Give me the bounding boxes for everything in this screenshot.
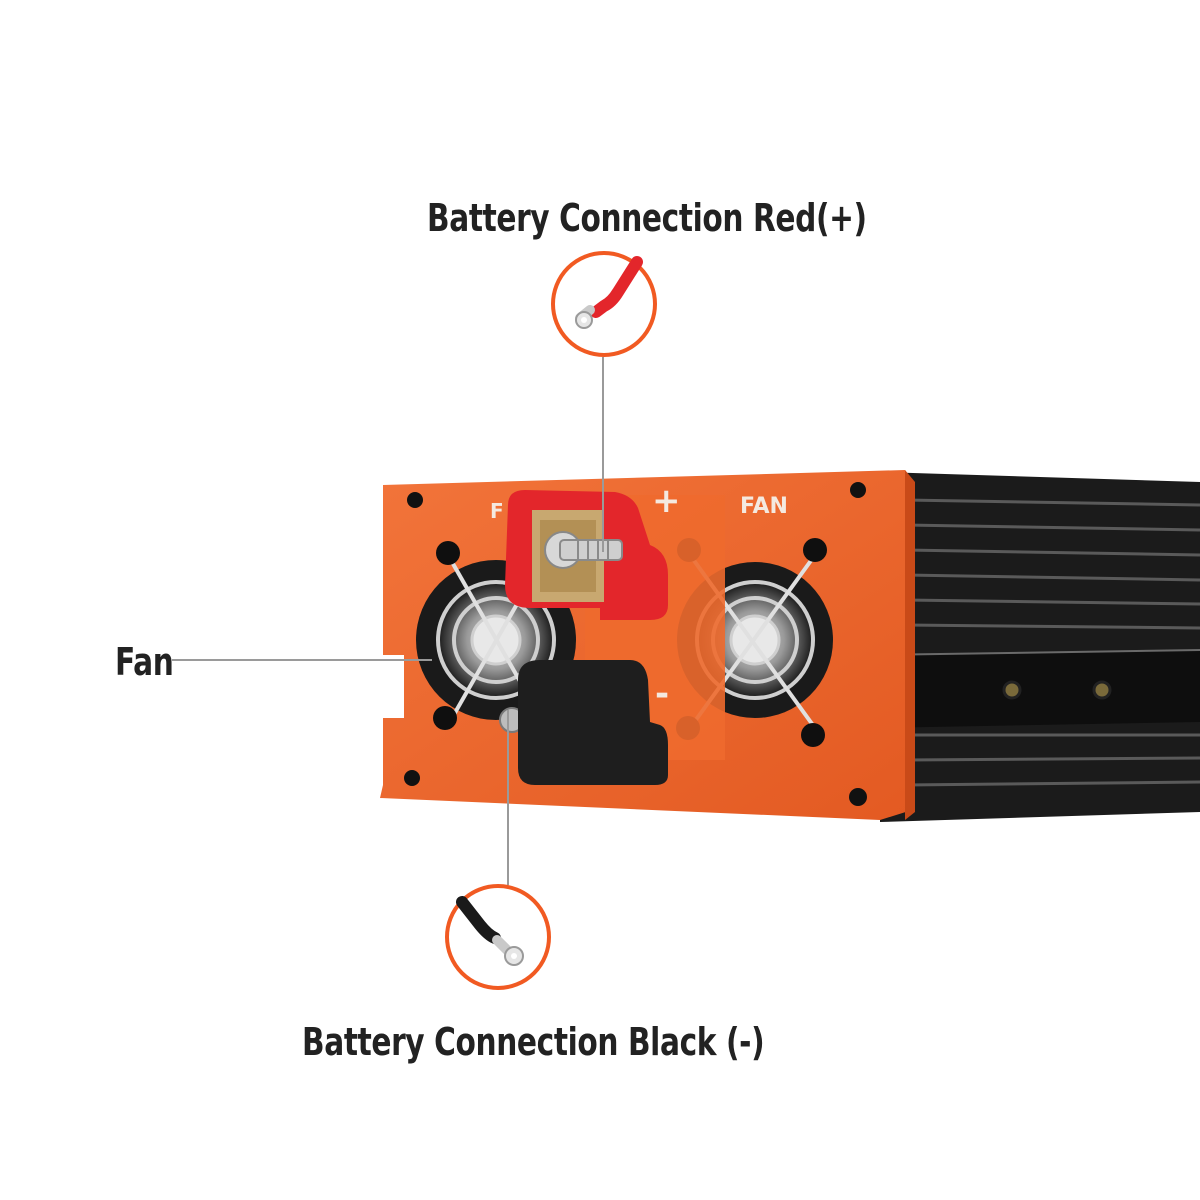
- screw-icon: [407, 492, 423, 508]
- screw-icon: [436, 541, 460, 565]
- callout-lines: [172, 357, 604, 885]
- screw-icon: [850, 482, 866, 498]
- red-cable-lug-icon: [551, 251, 657, 357]
- screw-icon: [404, 770, 420, 786]
- screw-icon: [1092, 680, 1112, 700]
- label-fan: Fan: [115, 640, 174, 684]
- screw-icon: [803, 538, 827, 562]
- minus-sign: -: [655, 674, 669, 714]
- panel-fan-label-left: F: [490, 499, 504, 523]
- screw-icon: [1002, 680, 1022, 700]
- screw-icon: [433, 706, 457, 730]
- positive-terminal: +: [505, 481, 681, 620]
- screw-icon: [849, 788, 867, 806]
- black-cable-lug-icon: [445, 884, 551, 990]
- heatsink-body: [874, 472, 1200, 822]
- panel-fan-label: FAN: [740, 494, 788, 519]
- label-battery-black: Battery Connection Black (-): [302, 1020, 765, 1064]
- label-battery-red: Battery Connection Red(+): [427, 196, 867, 240]
- screw-icon: [801, 723, 825, 747]
- negative-terminal: -: [499, 660, 669, 785]
- plus-sign: +: [652, 481, 681, 521]
